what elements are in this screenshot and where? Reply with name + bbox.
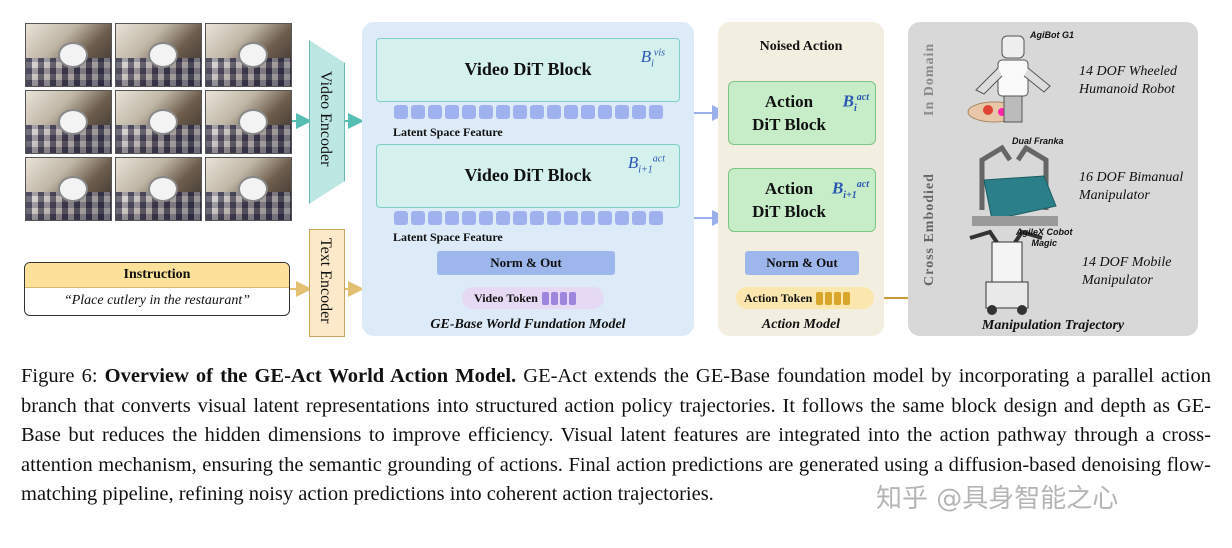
- figure-title: Overview of the GE-Act World Action Mode…: [104, 365, 517, 387]
- action-token-bars: [816, 291, 851, 305]
- agilex-icon: [969, 229, 1043, 315]
- agilex-image: [962, 228, 1052, 316]
- video-encoder-label: Video Encoder: [317, 71, 334, 167]
- observation-frame: [115, 90, 202, 154]
- latent-space-label-2: Latent Space Feature: [393, 230, 503, 244]
- block-symbol: Bi+1act: [627, 153, 665, 176]
- instruction-header: Instruction: [25, 263, 289, 288]
- noised-action-label: Noised Action: [759, 39, 843, 54]
- observation-frame: [25, 157, 112, 221]
- observation-frame: [115, 23, 202, 87]
- video-dit-block-1: Video DiT Block Bivis: [376, 38, 680, 102]
- watermark: 知乎 @具身智能之心: [876, 484, 1119, 514]
- block-symbol: Bivis: [640, 47, 665, 70]
- dual-franka-name: Dual Franka: [1012, 136, 1064, 146]
- dual-franka-icon: [972, 144, 1058, 226]
- latent-space-label-1: Latent Space Feature: [393, 125, 503, 139]
- video-encoder: Video Encoder: [309, 40, 345, 204]
- block-symbol: Biact: [842, 91, 869, 115]
- observation-frame: [115, 157, 202, 221]
- agibot-name: AgiBot G1: [1030, 30, 1074, 40]
- video-token-label: Video Token: [474, 290, 538, 305]
- trajectory-caption: Manipulation Trajectory: [981, 318, 1125, 333]
- instruction-text: “Place cutlery in the restaurant”: [63, 293, 251, 308]
- video-token-pill: Video Token: [462, 287, 604, 309]
- dual-franka-image: [962, 140, 1066, 230]
- instruction-box: Instruction “Place cutlery in the restau…: [24, 262, 290, 316]
- latent-tokens-1: [394, 105, 663, 119]
- figure-body: GE-Act extends the GE-Base foundation mo…: [21, 365, 1212, 505]
- trajectory-panel: [908, 22, 1198, 336]
- text-encoder-label: Text Encoder: [317, 238, 334, 324]
- observation-frame: [25, 90, 112, 154]
- agibot-image: [964, 30, 1064, 128]
- agibot-icon: [967, 35, 1051, 123]
- video-dit-block-1-title: Video DiT Block: [464, 59, 592, 79]
- text-encoder: Text Encoder: [309, 229, 345, 337]
- block-symbol: Bi+1act: [831, 178, 869, 202]
- video-dit-block-2-title: Video DiT Block: [464, 165, 592, 185]
- action-token-pill: Action Token: [736, 287, 874, 309]
- action-token-label: Action Token: [744, 290, 813, 305]
- observation-frame: [205, 90, 292, 154]
- observation-frame: [205, 23, 292, 87]
- figure-caption: Figure 6: Overview of the GE-Act World A…: [21, 362, 1211, 510]
- observation-frame: [205, 157, 292, 221]
- video-token-bars: [541, 291, 576, 305]
- in-domain-label: In Domain: [922, 42, 937, 116]
- cross-embodied-label: Cross Embodied: [922, 173, 937, 286]
- video-dit-block-2: Video DiT Block Bi+1act: [376, 144, 680, 208]
- norm-out-action: Norm & Out: [745, 251, 859, 275]
- figure-label: Figure 6:: [21, 365, 98, 387]
- latent-tokens-2: [394, 211, 663, 225]
- action-model-caption: Action Model: [761, 317, 841, 332]
- observation-frame: [25, 23, 112, 87]
- ge-base-caption: GE-Base World Fundation Model: [430, 317, 626, 332]
- norm-out-base: Norm & Out: [437, 251, 615, 275]
